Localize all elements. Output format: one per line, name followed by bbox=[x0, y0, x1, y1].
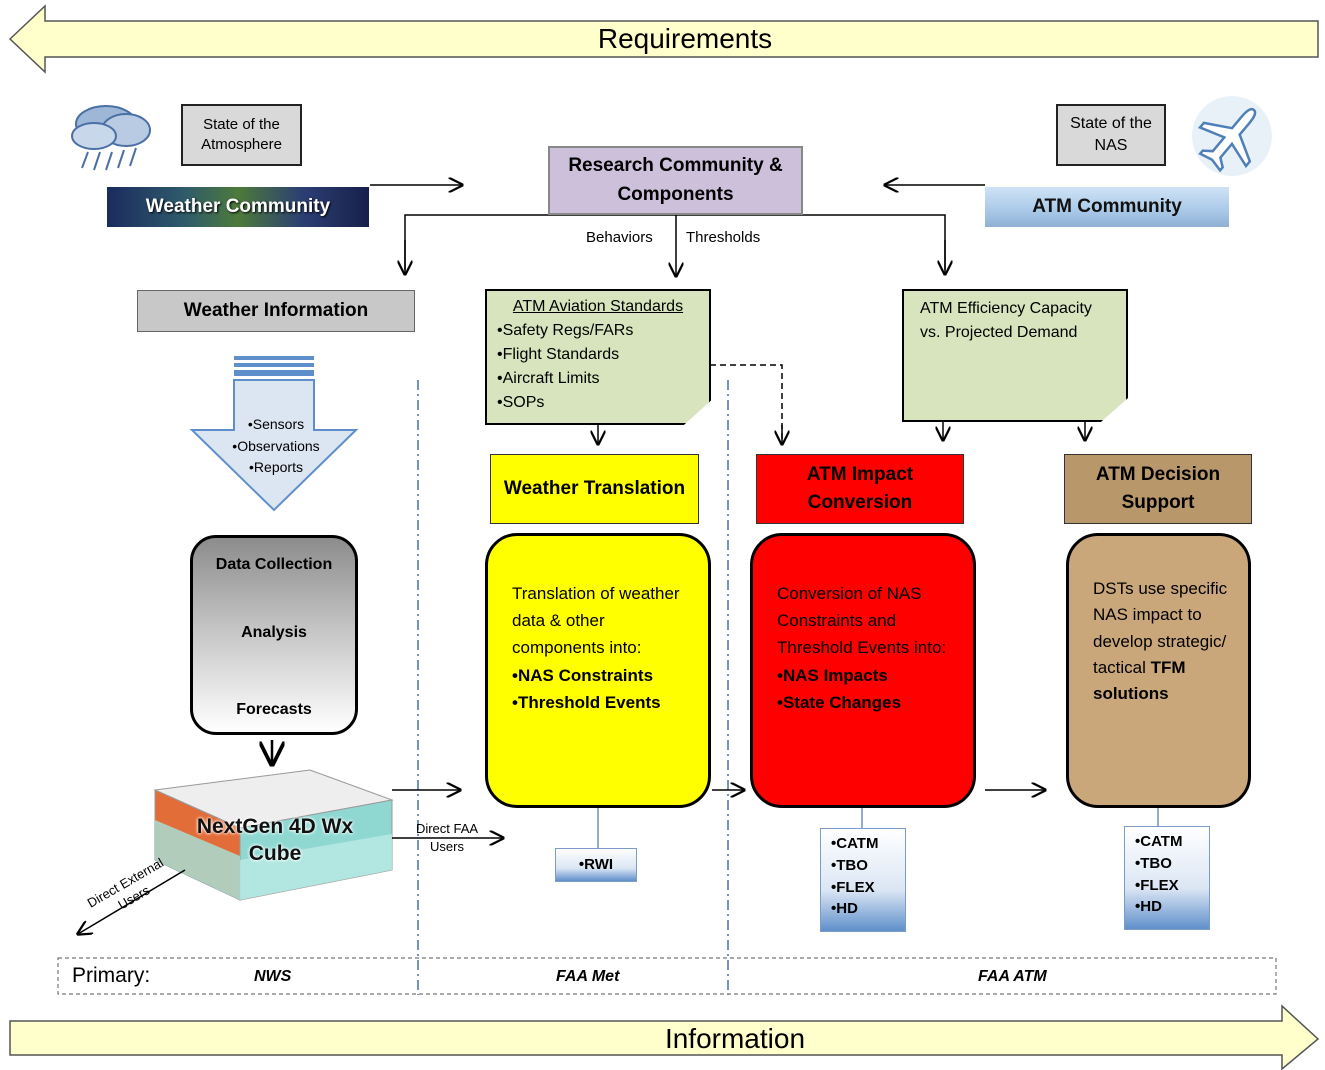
wx-cube-label: NextGen 4D Wx Cube bbox=[196, 814, 354, 865]
atm-impact-conversion-title: ATM Impact Conversion bbox=[806, 463, 914, 514]
information-label: Information bbox=[664, 1023, 806, 1054]
decision-users-bar: •CATM •TBO •FLEX •HD bbox=[1124, 826, 1210, 930]
state-of-atmosphere-label: State of the Atmosphere bbox=[201, 115, 282, 153]
standards-item: •Flight Standards bbox=[497, 346, 620, 363]
users-item: •FLEX bbox=[831, 878, 875, 896]
conversion-bullet: •NAS Impacts bbox=[777, 665, 888, 685]
standards-item: •Aircraft Limits bbox=[497, 370, 600, 387]
conversion-users-bar: •CATM •TBO •FLEX •HD bbox=[820, 828, 906, 932]
decision-body: DSTs use specific NAS impact to develop … bbox=[1093, 579, 1228, 678]
atm-decision-support-box: DSTs use specific NAS impact to develop … bbox=[1066, 533, 1251, 808]
primary-label: Primary: bbox=[72, 964, 151, 987]
state-of-nas-label: State of the NAS bbox=[1070, 115, 1152, 154]
information-band-arrow bbox=[9, 1004, 1320, 1070]
weather-information-label: Weather Information bbox=[183, 300, 369, 321]
sources-list: •Sensors •Observations •Reports bbox=[214, 414, 338, 479]
atm-efficiency-label: ATM Efficiency Capacity vs. Projected De… bbox=[920, 300, 1092, 341]
weather-information-box: Weather Information bbox=[137, 290, 415, 332]
conversion-body: Conversion of NAS Constraints and Thresh… bbox=[777, 584, 947, 658]
users-item: •RWI bbox=[578, 856, 614, 874]
atm-decision-support-header: ATM Decision Support bbox=[1064, 454, 1252, 524]
users-item: •CATM bbox=[831, 835, 879, 852]
analysis-label: Analysis bbox=[241, 624, 307, 641]
requirements-label: Requirements bbox=[597, 23, 773, 54]
atm-impact-conversion-header: ATM Impact Conversion bbox=[756, 454, 964, 524]
aviation-standards-title: ATM Aviation Standards bbox=[512, 298, 684, 315]
atm-decision-support-title: ATM Decision Support bbox=[1095, 463, 1221, 514]
research-community-label: Research Community & Components bbox=[568, 155, 783, 205]
source-item: •Observations bbox=[232, 437, 320, 454]
users-item: •CATM bbox=[1135, 833, 1183, 850]
thresholds-label: Thresholds bbox=[686, 229, 761, 246]
behaviors-label: Behaviors bbox=[586, 229, 653, 246]
cloud-rain-icon bbox=[66, 92, 158, 174]
translation-bullet: •NAS Constraints bbox=[512, 665, 654, 685]
users-item: •TBO bbox=[831, 856, 868, 874]
aviation-standards-note: ATM Aviation Standards •Safety Regs/FARs… bbox=[485, 289, 711, 425]
state-of-nas-box: State of the NAS bbox=[1056, 104, 1166, 166]
data-chain-box bbox=[190, 535, 358, 735]
airplane-icon bbox=[1186, 90, 1278, 182]
wx-cube-graphic bbox=[153, 769, 394, 901]
users-item: •HD bbox=[1135, 898, 1162, 916]
weather-community-label: Weather Community bbox=[145, 196, 331, 217]
users-item: •HD bbox=[831, 900, 858, 918]
source-item: •Reports bbox=[249, 459, 303, 476]
standards-item: •Safety Regs/FARs bbox=[497, 322, 634, 339]
research-community-box: Research Community & Components bbox=[548, 146, 803, 215]
translation-bullet: •Threshold Events bbox=[512, 692, 661, 712]
data-collection-label: Data Collection bbox=[215, 556, 333, 573]
atm-efficiency-note: ATM Efficiency Capacity vs. Projected De… bbox=[902, 289, 1128, 422]
atm-community-banner: ATM Community bbox=[985, 187, 1229, 227]
sources-chevron bbox=[189, 356, 359, 512]
conversion-bullet: •State Changes bbox=[777, 692, 902, 712]
translation-body: Translation of weather data & other comp… bbox=[512, 584, 680, 658]
weather-translation-box: Translation of weather data & other comp… bbox=[485, 533, 711, 808]
primary-nws: NWS bbox=[254, 968, 292, 985]
primary-faa-atm: FAA ATM bbox=[978, 968, 1047, 985]
source-item: •Sensors bbox=[247, 416, 305, 432]
atm-impact-conversion-box: Conversion of NAS Constraints and Thresh… bbox=[750, 533, 976, 808]
weather-translation-title: Weather Translation bbox=[503, 477, 686, 499]
direct-faa-users-label: Direct FAA Users bbox=[415, 821, 479, 855]
decision-emphasis: TFM solutions bbox=[1093, 658, 1186, 704]
state-of-atmosphere-box: State of the Atmosphere bbox=[181, 104, 302, 166]
forecasts-label: Forecasts bbox=[236, 701, 312, 718]
users-item: •TBO bbox=[1135, 854, 1172, 872]
weather-translation-header: Weather Translation bbox=[490, 454, 699, 524]
atm-community-label: ATM Community bbox=[1032, 196, 1182, 217]
translation-users-bar: •RWI bbox=[555, 848, 637, 882]
weather-community-banner: Weather Community bbox=[107, 187, 369, 227]
users-item: •FLEX bbox=[1135, 876, 1179, 894]
standards-item: •SOPs bbox=[497, 394, 545, 411]
primary-faa-met: FAA Met bbox=[556, 968, 620, 985]
requirements-band-arrow bbox=[8, 4, 1319, 74]
